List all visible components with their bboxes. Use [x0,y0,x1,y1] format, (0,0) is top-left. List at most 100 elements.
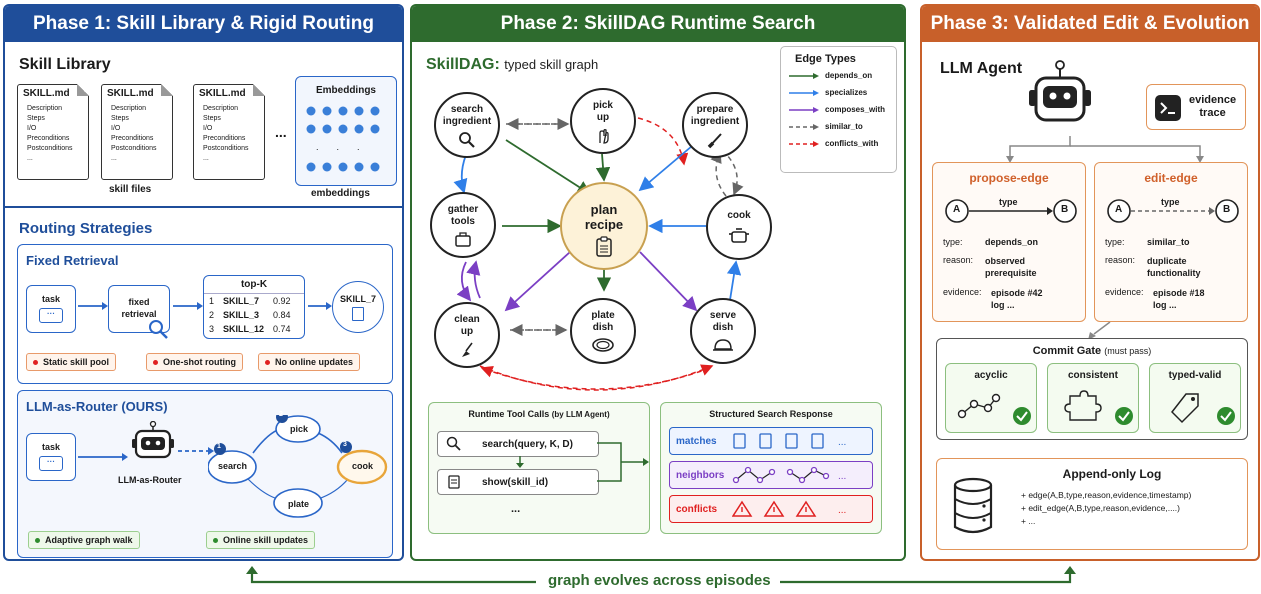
phase1-title: Phase 1: Skill Library & Rigid Routing [5,6,402,42]
magnifier-icon [149,320,168,339]
router-walk-graph [208,415,388,518]
commit-gate: Commit Gate (must pass) acyclic consiste… [936,338,1248,440]
benefit-chip: Online skill updates [206,531,316,549]
skill-doc: SKILL.md Description Steps I/O Precondit… [17,84,89,180]
docs-ellipsis: ... [275,124,287,140]
walk-node-search: search [218,461,248,471]
evidence-key: evidence: [943,287,982,297]
check-typed-valid: typed-valid [1149,363,1241,433]
check-acyclic: acyclic [945,363,1037,433]
arrow-icon [308,302,332,310]
knife-icon [707,133,722,149]
walk-node-cook: cook [352,461,374,471]
legend-item: composes_with [789,105,896,114]
svg-text:...: ... [838,505,846,516]
node-plate-dish: plate dish [570,298,636,364]
response-title: Structured Search Response [709,409,833,419]
embeddings-title: Embeddings [315,85,376,96]
skill-doc: SKILL.md Description Steps I/O Precondit… [101,84,173,180]
walk-node-plate: plate [288,499,310,509]
arrow-icon [173,302,203,310]
node-plan-recipe: plan recipe [560,182,648,270]
llm-agent-title: LLM Agent [940,60,1023,77]
llm-router-box: LLM-as-Router (OURS) task ··· LLM-as-Rou… [17,390,393,558]
doc-title: SKILL.md [23,88,70,99]
limitation-chip: Static skill pool [26,353,117,371]
doc-item: Postconditions [27,145,73,152]
edge-type-label: type [999,197,1018,207]
puzzle-icon [1064,390,1133,425]
topk-title: top-K [204,276,304,294]
fixed-retrieval-node: fixed retrieval [108,285,170,333]
fixed-retrieval-box: Fixed Retrieval task ··· fixed retrieval… [17,244,393,384]
doc-item: I/O [27,125,37,132]
chat-icon: ··· [39,456,63,471]
phase2-title: Phase 2: SkillDAG Runtime Search [412,6,904,42]
skilldag-subtitle: typed skill graph [504,57,599,72]
task-label: task [41,442,60,452]
node-pick-up: pick up [570,88,636,154]
node-a: A [1115,204,1123,215]
propose-edge-diagram [945,199,1077,223]
magnifier-icon [459,132,475,148]
tool-more: ... [511,503,521,515]
warning-icons: ... [732,500,846,517]
database-icon [953,477,993,534]
evidence-key: evidence: [1105,287,1144,297]
pot-icon [729,228,749,243]
doc-item: I/O [111,125,121,132]
doc-item: Postconditions [111,145,157,152]
edit-edge-title: edit-edge [1144,171,1198,185]
divider [5,206,402,208]
edit-edge-card: edit-edge A B type type: similar_to reas… [1094,162,1248,322]
node-prepare-ingredient: prepare ingredient [682,92,748,158]
limitation-chip: No online updates [258,353,361,371]
doc-item: Postconditions [203,145,249,152]
evidence-trace-label: evidence trace [1189,94,1237,119]
doc-item: ... [203,155,209,162]
tag-icon [1171,393,1235,425]
phase1-panel: Phase 1: Skill Library & Rigid Routing S… [3,4,404,561]
edge-legend: Edge Types depends_on specializes compos… [780,46,897,173]
doc-item: Description [27,105,63,112]
magnifier-icon [446,436,461,451]
node-a: A [953,204,961,215]
log-line: + edit_edge(A,B,type,reason,evidence,...… [1021,503,1181,513]
svg-text:...: ... [838,471,846,482]
node-b: B [1223,204,1231,215]
robot-icon [132,421,174,459]
skill-files-label: skill files [109,184,152,195]
skilldag-title: SkillDAG: typed skill graph [426,56,599,73]
cloche-icon [713,339,733,351]
evidence-trace: evidence trace [1146,84,1246,130]
toolbox-icon [455,232,471,247]
benefit-chip: Adaptive graph walk [28,531,140,549]
edge-type-label: type [1161,197,1180,207]
dashed-arrow-icon [178,447,214,455]
log-line: + edge(A,B,type,reason,evidence,timestam… [1021,490,1192,500]
node-clean-up: clean up [434,302,500,368]
doc-item: Steps [203,115,221,122]
reason-key: reason: [1105,255,1136,265]
skill-doc: SKILL.md Description Steps I/O Precondit… [193,84,265,180]
type-key: type: [943,237,963,247]
doc-item: Description [203,105,239,112]
evolution-arrow [246,566,1076,584]
response-neighbors: neighbors ... [669,461,873,489]
clipboard-icon [596,236,612,257]
log-title: Append-only Log [1062,467,1162,481]
task-label: task [41,294,60,304]
routing-title: Routing Strategies [19,220,153,237]
runtime-tool-calls: Runtime Tool Calls (by LLM Agent) search… [428,402,650,534]
chat-icon: ··· [39,308,63,323]
step-badge: 2 [279,411,283,418]
acyclic-graph-icon [957,393,1031,425]
reason-key: reason: [943,255,974,265]
doc-item: I/O [203,125,213,132]
arrow-icon [78,302,108,310]
node-b: B [1061,204,1069,215]
